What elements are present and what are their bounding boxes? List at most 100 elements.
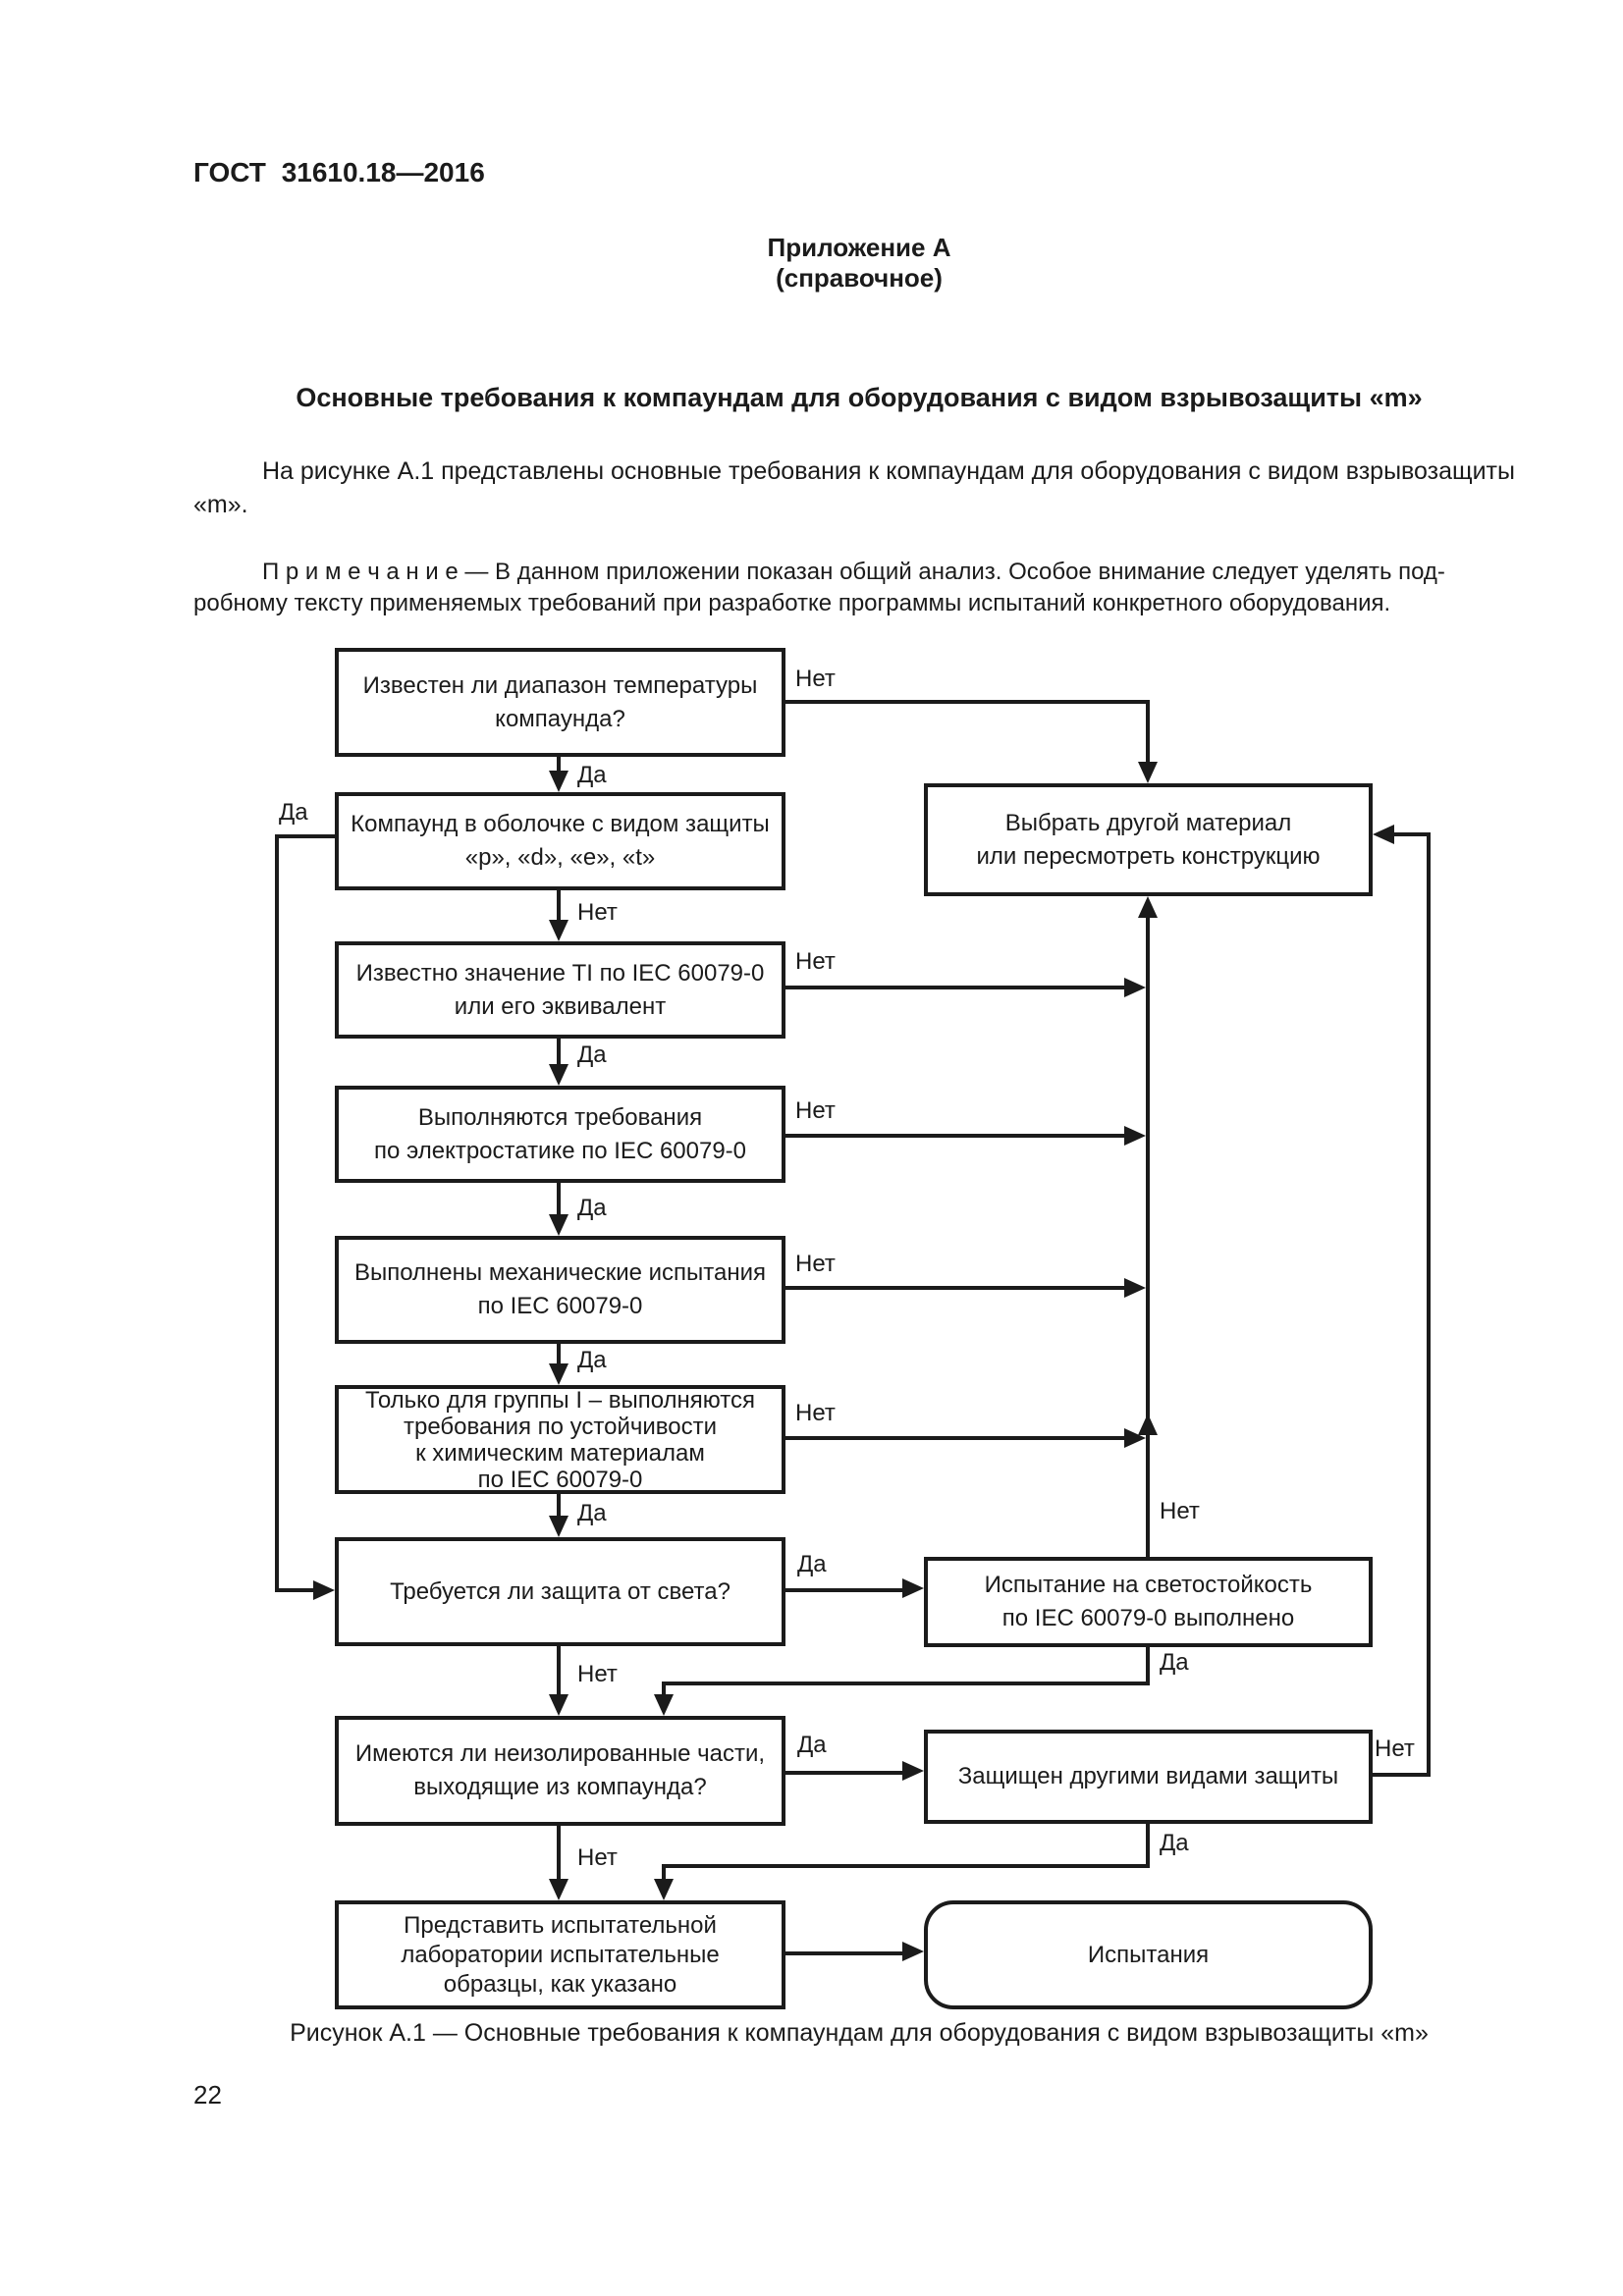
- flow-box-text: или пересмотреть конструкцию: [976, 842, 1321, 870]
- standard-number: ГОСТ 31610.18—2016: [193, 157, 485, 187]
- arrowhead-down-icon: [549, 1879, 568, 1900]
- edge-label-no-3: Нет: [577, 899, 618, 926]
- flow-box-text: Известно значение TI по IEC 60079-0: [355, 959, 765, 987]
- connector-line: [557, 1039, 561, 1066]
- arrowhead-down-icon: [1138, 762, 1158, 783]
- flow-box-text: Защищен другими видами защиты: [957, 1763, 1339, 1789]
- page-number: 22: [193, 2080, 222, 2109]
- connector-line: [1146, 1824, 1150, 1868]
- connector-line: [557, 1494, 561, 1518]
- arrowhead-right-icon: [902, 1578, 924, 1598]
- connector-line: [1392, 832, 1431, 836]
- flow-box-text: или его эквивалент: [454, 992, 667, 1020]
- flow-box-ti-value: Известно значение TI по IEC 60079-0 или …: [335, 941, 785, 1039]
- arrowhead-right-icon: [902, 1942, 924, 1961]
- flow-box-text: Выбрать другой материал: [1004, 809, 1292, 836]
- section-title: Основные требования к компаундам для обо…: [296, 383, 1423, 412]
- edge-label-yes-19: Да: [1160, 1830, 1189, 1856]
- arrowhead-down-icon: [549, 1516, 568, 1537]
- arrowhead-down-icon: [549, 771, 568, 792]
- connector-line: [275, 834, 279, 1592]
- flow-box-text: Выполнены механические испытания: [353, 1259, 767, 1286]
- connector-line: [557, 1826, 561, 1881]
- flow-box-text: Испытания: [1087, 1941, 1210, 1968]
- edge-label-no-0: Нет: [795, 666, 836, 692]
- connector-line: [785, 1134, 1130, 1138]
- edge-label-yes-5: Да: [577, 1041, 607, 1068]
- flow-box-text: образцы, как указано: [443, 1970, 677, 1998]
- edge-label-no-18: Нет: [1375, 1735, 1415, 1762]
- arrowhead-up-icon: [1138, 896, 1158, 918]
- connector-line: [557, 1646, 561, 1696]
- note-line-1: П р и м е ч а н и е — В данном приложени…: [262, 559, 1445, 585]
- edge-label-no-4: Нет: [795, 948, 836, 975]
- edge-label-no-14: Нет: [1160, 1498, 1200, 1524]
- connector-line: [557, 890, 561, 922]
- edge-label-no-17: Нет: [577, 1844, 618, 1871]
- flow-box-enclosure-protection: Компаунд в оболочке с видом защиты «p», …: [335, 792, 785, 890]
- flow-box-text: «p», «d», «e», «t»: [464, 844, 656, 871]
- connector-line: [662, 1682, 666, 1696]
- arrowhead-right-icon: [313, 1580, 335, 1600]
- flow-box-text: Имеются ли неизолированные части,: [354, 1740, 766, 1767]
- connector-line: [275, 834, 335, 838]
- flow-box-group1-chemical: Только для группы I – выполняются требов…: [335, 1385, 785, 1494]
- arrowhead-down-icon: [549, 920, 568, 941]
- arrowhead-up-icon: [1138, 1414, 1158, 1435]
- flow-box-temp-range: Известен ли диапазон температуры компаун…: [335, 648, 785, 757]
- flow-box-light-protection: Требуется ли защита от света?: [335, 1537, 785, 1646]
- flow-box-text: выходящие из компаунда?: [413, 1774, 707, 1800]
- flow-box-text: по IEC 60079-0 выполнено: [1001, 1605, 1295, 1631]
- connector-line: [662, 1682, 1150, 1685]
- flow-box-text: Испытание на светостойкость: [984, 1572, 1313, 1598]
- appendix-type: (справочное): [776, 263, 943, 293]
- edge-label-yes-12: Да: [797, 1551, 827, 1577]
- flow-box-text: Известен ли диапазон температуры: [362, 671, 758, 699]
- flow-box-electrostatic: Выполняются требования по электростатике…: [335, 1086, 785, 1183]
- connector-line: [785, 1951, 906, 1955]
- edge-label-yes-7: Да: [577, 1195, 607, 1221]
- body-paragraph-line-2: «m».: [193, 491, 248, 518]
- flow-box-other-protection: Защищен другими видами защиты: [924, 1730, 1373, 1824]
- note-line-2: робному тексту применяемых требований пр…: [193, 590, 1391, 616]
- edge-label-yes-9: Да: [577, 1347, 607, 1373]
- edge-label-yes-1: Да: [577, 762, 607, 788]
- connector-line: [1427, 832, 1431, 1777]
- flow-box-text: Компаунд в оболочке с видом защиты: [351, 811, 770, 837]
- arrowhead-down-icon: [549, 1064, 568, 1086]
- arrowhead-down-icon: [549, 1214, 568, 1236]
- flow-box-uninsulated-parts: Имеются ли неизолированные части, выходя…: [335, 1716, 785, 1826]
- flow-box-text: компаунда?: [495, 705, 625, 732]
- edge-label-no-10: Нет: [795, 1400, 836, 1426]
- flow-box-text: по IEC 60079-0: [477, 1466, 643, 1493]
- flow-box-text: лаборатории испытательные: [401, 1941, 720, 1968]
- flow-box-light-test-done: Испытание на светостойкость по IEC 60079…: [924, 1557, 1373, 1647]
- connector-line: [557, 1344, 561, 1365]
- figure-caption: Рисунок А.1 — Основные требования к комп…: [290, 2019, 1429, 2047]
- edge-label-no-13: Нет: [577, 1661, 618, 1687]
- arrowhead-down-icon: [654, 1879, 674, 1900]
- arrowhead-right-icon: [1124, 1278, 1146, 1298]
- edge-label-yes-2: Да: [279, 799, 308, 826]
- arrowhead-right-icon: [1124, 1126, 1146, 1146]
- flow-box-text: Требуется ли защита от света?: [390, 1577, 730, 1605]
- connector-line: [275, 1588, 317, 1592]
- flow-box-text: по IEC 60079-0: [477, 1293, 643, 1319]
- arrowhead-left-icon: [1373, 825, 1394, 844]
- connector-line: [1146, 913, 1150, 1557]
- connector-line: [1373, 1773, 1431, 1777]
- flow-box-submit-samples: Представить испытательной лаборатории ис…: [335, 1900, 785, 2009]
- edge-label-no-8: Нет: [795, 1251, 836, 1277]
- connector-line: [785, 1436, 1130, 1440]
- body-paragraph-line-1: На рисунке А.1 представлены основные тре…: [262, 457, 1515, 485]
- edge-label-yes-15: Да: [1160, 1649, 1189, 1676]
- connector-line: [785, 986, 1130, 989]
- arrowhead-right-icon: [902, 1761, 924, 1781]
- arrowhead-right-icon: [1124, 978, 1146, 997]
- connector-line: [662, 1864, 1150, 1868]
- flow-box-text: Только для группы I – выполняются: [365, 1386, 755, 1414]
- connector-line: [785, 1771, 906, 1775]
- appendix-label: Приложение А: [767, 233, 951, 262]
- edge-label-no-6: Нет: [795, 1097, 836, 1124]
- arrowhead-down-icon: [654, 1694, 674, 1716]
